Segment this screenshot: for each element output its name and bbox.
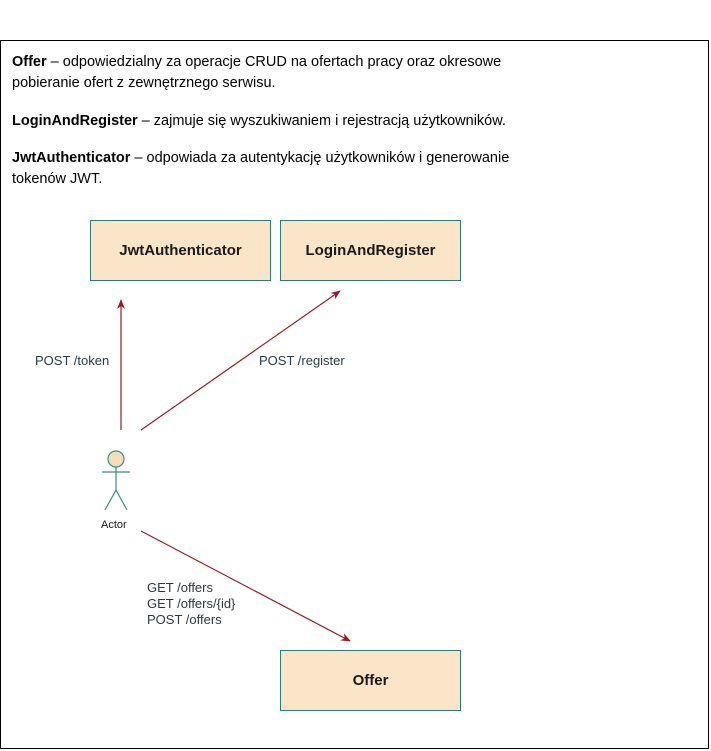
offer-term: Offer: [12, 54, 47, 70]
edge-label-post-token: POST /token: [35, 353, 110, 368]
jwt-term: JwtAuthenticator: [12, 150, 131, 166]
edge-label-get-offers: GET /offers: [147, 580, 213, 595]
edge-label-post-register: POST /register: [259, 353, 345, 368]
offer-description-line2: pobieranie ofert z zewnętrznego serwisu.: [12, 75, 276, 91]
login-term: LoginAndRegister: [12, 113, 138, 129]
edge-label-get-offer-by-id: GET /offers/{id}: [147, 596, 236, 611]
offer-description-line1: – odpowiedzialny za operacje CRUD na ofe…: [46, 54, 502, 70]
jwt-description-line2: tokenów JWT.: [12, 171, 103, 187]
login-description-text: – zajmuje się wyszukiwaniem i rejestracj…: [137, 113, 506, 129]
jwt-description: JwtAuthenticator – odpowiada za autentyk…: [12, 148, 592, 190]
arrow-post-register: [140, 290, 341, 431]
login-description: LoginAndRegister – zajmuje się wyszukiwa…: [12, 111, 592, 132]
jwt-authenticator-box[interactable]: JwtAuthenticator: [90, 220, 271, 281]
diagram-frame: [0, 40, 709, 749]
offer-description: Offer – odpowiedzialny za operacje CRUD …: [12, 52, 592, 94]
offer-box[interactable]: Offer: [280, 650, 461, 711]
login-and-register-box[interactable]: LoginAndRegister: [280, 220, 461, 281]
arrow-offers: [140, 530, 351, 642]
actor-label: Actor: [101, 519, 127, 531]
edge-label-post-offers: POST /offers: [147, 612, 222, 627]
edge-label-offers: GET /offers GET /offers/{id} POST /offer…: [147, 580, 235, 628]
actor-icon: [102, 450, 130, 511]
jwt-description-line1: – odpowiada za autentykację użytkowników…: [130, 150, 510, 166]
